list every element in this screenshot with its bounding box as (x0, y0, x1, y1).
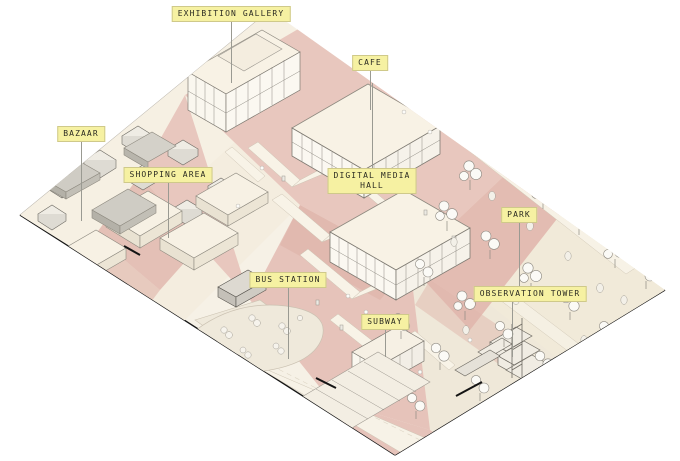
label-digital-media-hall[interactable]: DIGITAL MEDIA HALL (327, 168, 417, 194)
leader-line-bazaar (81, 141, 82, 221)
label-shopping-area[interactable]: SHOPPING AREA (123, 167, 213, 183)
park-shrubs (450, 191, 628, 345)
label-subway[interactable]: SUBWAY (361, 314, 409, 330)
observation-tower-structure (454, 318, 549, 382)
edge-accents (123, 245, 483, 397)
label-bus-station[interactable]: BUS STATION (249, 272, 327, 288)
exhibition-gallery-volume (187, 29, 301, 133)
leader-line-park (519, 222, 520, 294)
label-cafe[interactable]: CAFE (352, 55, 388, 71)
leader-line-cafe (370, 70, 371, 110)
label-observation-tower[interactable]: OBSERVATION TOWER (473, 286, 587, 302)
label-park[interactable]: PARK (501, 207, 537, 223)
leader-line-shopping-area (168, 182, 169, 238)
leader-line-subway (385, 329, 386, 357)
leader-line-bus-station (288, 287, 289, 359)
leader-line-digital-media-hall (372, 83, 373, 168)
people-figures (235, 109, 473, 375)
label-exhibition-gallery[interactable]: EXHIBITION GALLERY (171, 6, 291, 22)
leader-line-observation-tower (512, 301, 513, 357)
leader-line-exhibition-gallery (231, 21, 232, 83)
label-bazaar[interactable]: BAZAAR (57, 126, 105, 142)
media-hall-volume (329, 189, 471, 301)
